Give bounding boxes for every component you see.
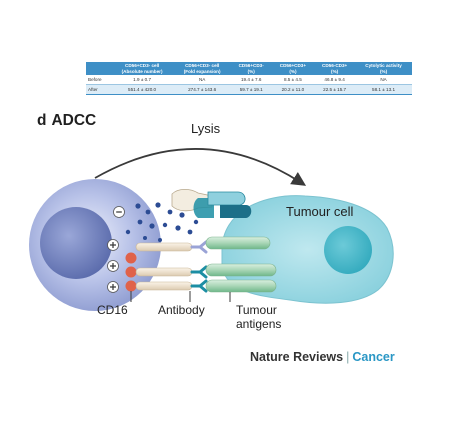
lysis-arrow [94,148,307,186]
table-cell: 59.7 ± 19.1 [230,84,272,95]
table-cell: 274.7 ± 143.6 [173,84,231,95]
table-cell: Before [86,75,111,86]
lysis-label: Lysis [191,121,221,136]
table-header-cell: Cytolytic activity(%) [355,62,412,76]
receptor-complex [171,188,252,218]
credit-separator: | [346,350,350,364]
table-row: Before 1.9 ± 0.7 NA 19.4 ± 7.6 8.5 ± 4.5… [86,75,412,86]
table-cell: 1.9 ± 0.7 [110,75,174,86]
table-cell: 20.2 ± 11.0 [271,84,315,95]
table-cell: 8.5 ± 4.5 [271,75,315,86]
tumour-nucleus [324,226,372,274]
table-cell: 19.4 ± 7.6 [230,75,272,86]
table-cell: 551.4 ± 420.0 [110,84,174,95]
table-row: After 551.4 ± 420.0 274.7 ± 143.6 59.7 ±… [86,84,412,95]
cd16-receptors [107,239,193,293]
table-cell: NA [355,75,412,86]
panel-title-text: ADCC [51,112,97,129]
table-cell: 46.8 ± 9.4 [314,75,356,86]
table-cell: 58.1 ± 13.1 [355,84,412,95]
antibody-label: Antibody [158,303,205,317]
antibodies [190,240,208,293]
cytotoxic-granules [125,202,199,242]
table-header-cell: CD56+CD3+(%) [271,62,315,76]
data-table: CD56+CD3- cell(Absolute number) CD56+CD3… [86,62,412,95]
tumour-cell-label: Tumour cell [286,204,354,219]
table-cell: NA [173,75,231,86]
table-header-row: CD56+CD3- cell(Absolute number) CD56+CD3… [86,62,412,76]
table-header-cell [86,62,111,76]
table-header-cell: CD56+CD3- cell(Fold expansion) [173,62,231,76]
table-header-cell: CD56-CD3+(%) [314,62,356,76]
tumour-antigens [205,236,277,293]
table-header-cell: CD56+CD3-(%) [230,62,272,76]
table-cell: 22.5 ± 15.7 [314,84,356,95]
journal-section: Cancer [352,350,395,364]
journal-name: Nature Reviews [250,350,344,364]
journal-credit: Nature Reviews|Cancer [250,350,395,364]
cd16-label: CD16 [97,303,128,317]
table-header-cell: CD56+CD3- cell(Absolute number) [110,62,174,76]
panel-letter: d [37,112,47,129]
nk-nucleus [40,207,112,279]
table-cell: After [86,84,111,95]
